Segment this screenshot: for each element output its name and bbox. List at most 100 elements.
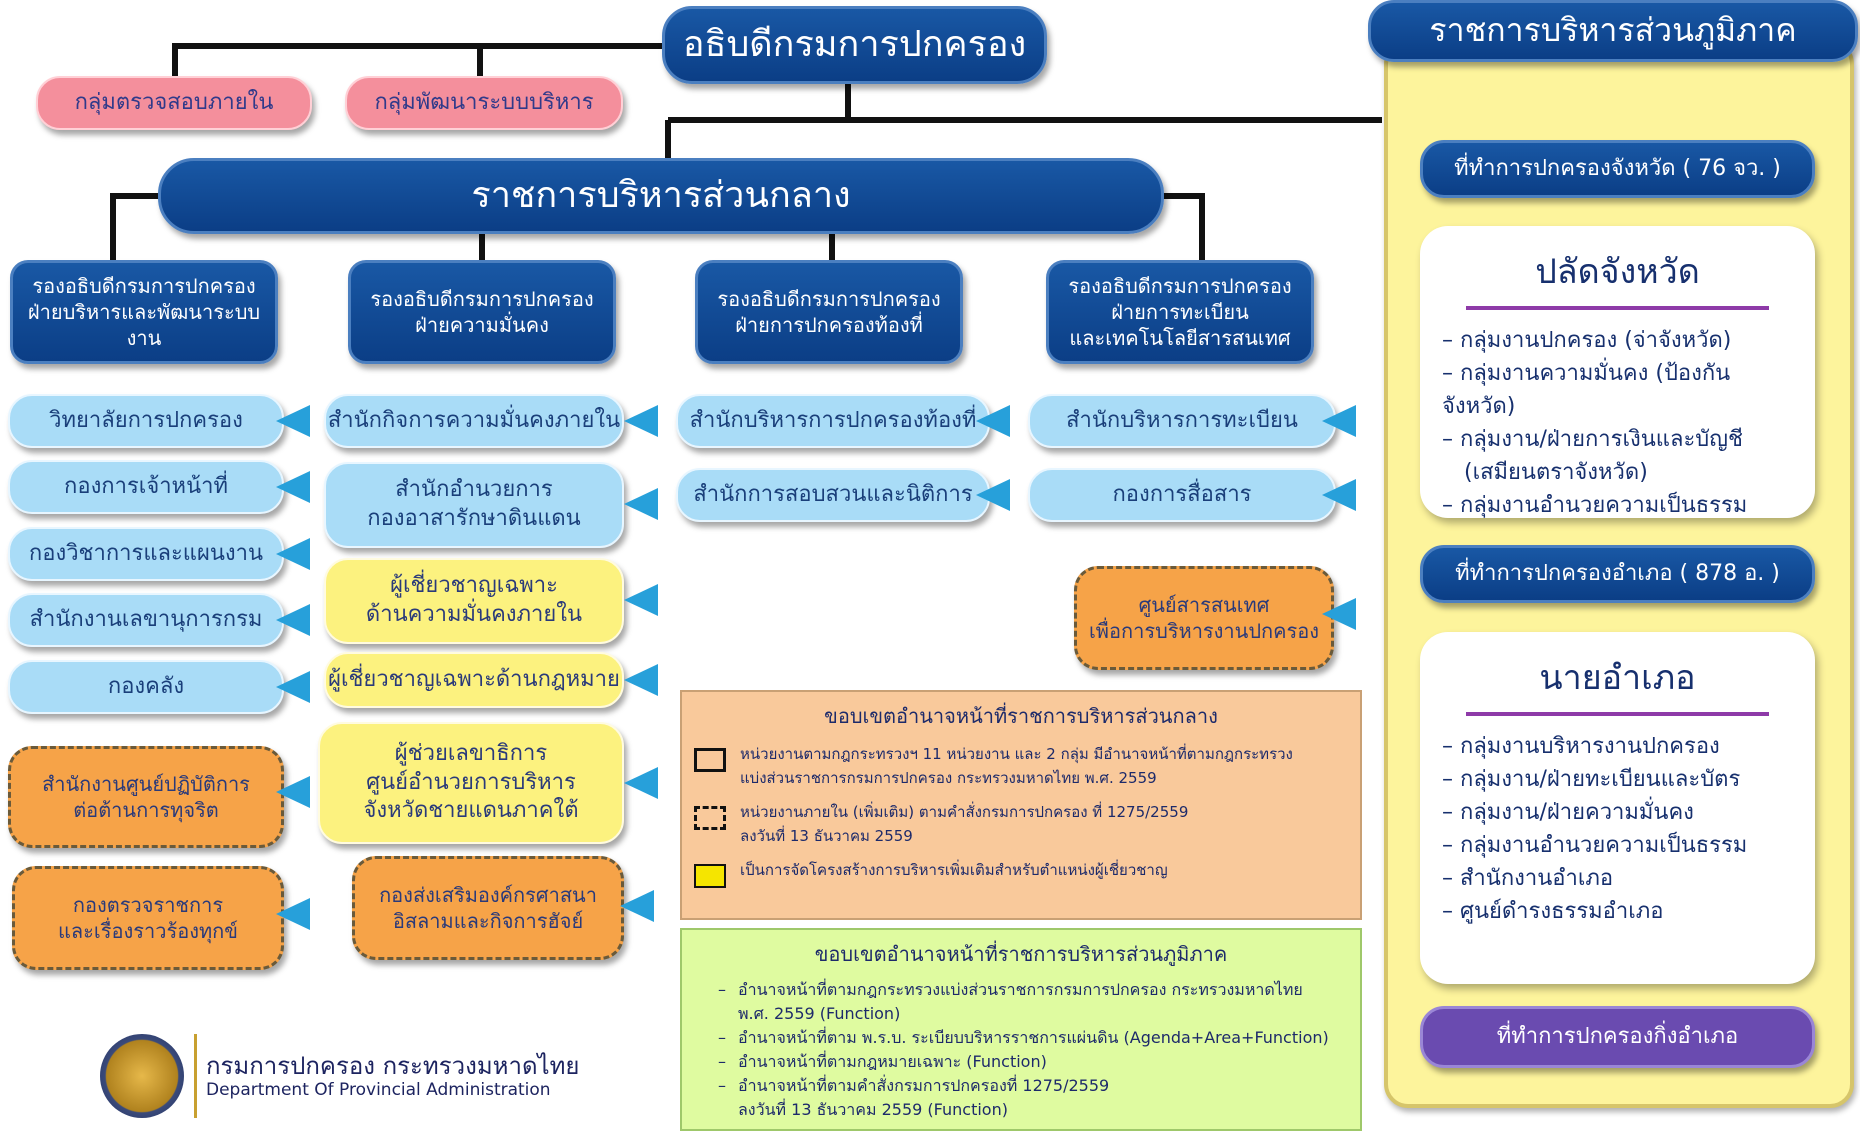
province-items-list: – กลุ่มงานปกครอง (จ่าจังหวัด) – กลุ่มงาน… bbox=[1436, 324, 1799, 522]
unit-box-additional: สำนักงานศูนย์ปฏิบัติการต่อต้านการทุจริต bbox=[8, 746, 284, 848]
arrow-icon bbox=[276, 604, 310, 636]
unit-label: อำนาจหน้าที่ตามกฎหมายเฉพาะ (Function) bbox=[738, 1052, 1047, 1071]
legend-regional-title: ขอบเขตอำนาจหน้าที่ราชการบริหารส่วนภูมิภา… bbox=[814, 942, 1228, 966]
deputy-line: ฝ่ายความมั่นคง bbox=[415, 313, 549, 337]
unit-label: กลุ่มงาน/ฝ่ายความมั่นคง bbox=[1460, 800, 1694, 825]
list-item: – กลุ่มงานความมั่นคง (ป้องกันจังหวัด) bbox=[1442, 361, 1731, 419]
expert-box: ผู้ช่วยเลขาธิการศูนย์อำนวยการบริหารจังหว… bbox=[318, 722, 624, 844]
list-item: –อำนาจหน้าที่ตามกฎกระทรวงแบ่งส่วนราชการก… bbox=[718, 980, 1303, 999]
expert-box: ผู้เชี่ยวชาญเฉพาะด้านความมั่นคงภายใน bbox=[324, 558, 624, 644]
dashed-box-key-icon bbox=[694, 806, 726, 830]
list-item: – ศูนย์ดำรงธรรมอำเภอ bbox=[1442, 899, 1664, 924]
list-item: – สำนักงานอำเภอ bbox=[1442, 866, 1614, 891]
unit-box: กองวิชาการและแผนงาน bbox=[8, 527, 284, 581]
unit-label: ศูนย์อำนวยการบริหาร bbox=[366, 769, 576, 795]
arrow-icon bbox=[276, 538, 310, 570]
arrow-icon bbox=[276, 776, 310, 808]
legend-text-line: แบ่งส่วนราชการกรมการปกครอง กระทรวงมหาดไท… bbox=[740, 769, 1157, 787]
unit-box-additional: กองตรวจราชการและเรื่องราวร้องทุกข์ bbox=[12, 866, 284, 970]
unit-label: กลุ่มงานความมั่นคง (ป้องกันจังหวัด) bbox=[1442, 361, 1731, 419]
unit-box-additional: ศูนย์สารสนเทศเพื่อการบริหารงานปกครอง bbox=[1074, 566, 1334, 670]
arrow-icon bbox=[1322, 598, 1356, 630]
arrow-icon bbox=[976, 479, 1010, 511]
arrow-icon bbox=[976, 405, 1010, 437]
list-item: – กลุ่มงาน/ฝ่ายการเงินและบัญชี bbox=[1442, 427, 1743, 452]
subdistrict-office-label: ที่ทำการปกครองกิ่งอำเภอ bbox=[1496, 1023, 1739, 1049]
unit-label: สำนักกิจการความมั่นคงภายใน bbox=[327, 407, 621, 433]
central-admin-bar: ราชการบริหารส่วนกลาง bbox=[158, 158, 1164, 234]
unit-box-additional: กองส่งเสริมองค์กรศาสนาอิสลามและกิจการฮัจ… bbox=[352, 856, 624, 960]
unit-box: กองคลัง bbox=[8, 660, 284, 714]
deputy-line: รองอธิบดีกรมการปกครอง bbox=[32, 274, 256, 298]
legend-regional: ขอบเขตอำนาจหน้าที่ราชการบริหารส่วนภูมิภา… bbox=[680, 928, 1362, 1131]
unit-label: สำนักอำนวยการ bbox=[395, 477, 553, 503]
list-item: พ.ศ. 2559 (Function) bbox=[718, 1002, 1340, 1026]
unit-box: สำนักกิจการความมั่นคงภายใน bbox=[324, 394, 624, 448]
province-governor-title: ปลัดจังหวัด bbox=[1535, 252, 1700, 292]
regional-admin-header: ราชการบริหารส่วนภูมิภาค bbox=[1368, 0, 1858, 62]
unit-label: สำนักงานเลขานุการกรม bbox=[29, 606, 263, 632]
deputy-line: รองอธิบดีกรมการปกครอง bbox=[717, 287, 941, 311]
unit-label: สำนักบริหารการทะเบียน bbox=[1066, 407, 1298, 433]
unit-box: วิทยาลัยการปกครอง bbox=[8, 394, 284, 448]
list-item: – กลุ่มงานอำนวยความเป็นธรรม bbox=[1442, 493, 1748, 518]
list-item: – กลุ่มงานปกครอง (จ่าจังหวัด) bbox=[1442, 328, 1732, 353]
unit-label: สำนักงานอำเภอ bbox=[1460, 866, 1614, 891]
deputy-line: รองอธิบดีกรมการปกครอง bbox=[1068, 274, 1292, 298]
list-item: – กลุ่มงาน/ฝ่ายทะเบียนและบัตร bbox=[1442, 767, 1741, 792]
director-general-box: อธิบดีกรมการปกครอง bbox=[662, 6, 1047, 84]
regional-admin-label: ราชการบริหารส่วนภูมิภาค bbox=[1429, 11, 1797, 50]
unit-label: กลุ่มงานบริหารงานปกครอง bbox=[1460, 734, 1720, 759]
unit-label: กองการสื่อสาร bbox=[1112, 481, 1252, 507]
unit-label: อิสลามและกิจการฮัจย์ bbox=[392, 909, 584, 933]
dopa-logo-icon bbox=[100, 1034, 184, 1118]
unit-label: อำนาจหน้าที่ตามกฎกระทรวงแบ่งส่วนราชการกร… bbox=[738, 980, 1303, 999]
legend-row: หน่วยงานตามกฎกระทรวงฯ 11 หน่วยงาน และ 2 … bbox=[694, 742, 1348, 790]
unit-label: สำนักงานศูนย์ปฏิบัติการ bbox=[42, 772, 250, 796]
province-governor-card: ปลัดจังหวัด – กลุ่มงานปกครอง (จ่าจังหวัด… bbox=[1420, 226, 1815, 518]
unit-label: อำนาจหน้าที่ตาม พ.ร.บ. ระเบียบบริหารราชก… bbox=[738, 1028, 1329, 1047]
unit-box: สำนักงานเลขานุการกรม bbox=[8, 593, 284, 647]
district-chief-card: นายอำเภอ – กลุ่มงานบริหารงานปกครอง – กลุ… bbox=[1420, 632, 1815, 984]
arrow-icon bbox=[624, 584, 658, 616]
unit-label: ผู้เชี่ยวชาญเฉพาะด้านกฎหมาย bbox=[328, 666, 620, 692]
arrow-icon bbox=[624, 405, 658, 437]
unit-label: ศูนย์สารสนเทศ bbox=[1138, 593, 1270, 617]
legend-central-title: ขอบเขตอำนาจหน้าที่ราชการบริหารส่วนกลาง bbox=[824, 704, 1218, 728]
unit-label: กลุ่มงาน/ฝ่ายทะเบียนและบัตร bbox=[1460, 767, 1741, 792]
legend-text-line: เป็นการจัดโครงสร้างการบริหารเพิ่มเติมสำห… bbox=[740, 861, 1168, 879]
list-item: – กลุ่มงานบริหารงานปกครอง bbox=[1442, 734, 1720, 759]
unit-label: กลุ่มงานอำนวยความเป็นธรรม bbox=[1460, 833, 1748, 858]
unit-label: กลุ่มงานอำนวยความเป็นธรรม bbox=[1460, 493, 1748, 518]
deputy-registration-it: รองอธิบดีกรมการปกครอง ฝ่ายการทะเบียน และ… bbox=[1046, 260, 1314, 364]
arrow-icon bbox=[620, 890, 654, 922]
unit-label: อำนาจหน้าที่ตามคำสั่งกรมการปกครองที่ 127… bbox=[738, 1076, 1110, 1095]
unit-label: (เสมียนตราจังหวัด) bbox=[1464, 460, 1648, 485]
internal-audit-group: กลุ่มตรวจสอบภายใน bbox=[36, 76, 312, 130]
legend-central: ขอบเขตอำนาจหน้าที่ราชการบริหารส่วนกลาง ห… bbox=[680, 690, 1362, 920]
deputy-security: รองอธิบดีกรมการปกครอง ฝ่ายความมั่นคง bbox=[348, 260, 616, 364]
unit-label: กลุ่มงาน/ฝ่ายการเงินและบัญชี bbox=[1460, 427, 1743, 452]
unit-label: ด้านความมั่นคงภายใน bbox=[365, 602, 583, 627]
deputy-line: รองอธิบดีกรมการปกครอง bbox=[370, 287, 594, 311]
director-general-label: อธิบดีกรมการปกครอง bbox=[682, 23, 1027, 65]
unit-box: สำนักบริหารการปกครองท้องที่ bbox=[676, 394, 990, 448]
district-office-box: ที่ทำการปกครองอำเภอ ( 878 อ. ) bbox=[1420, 545, 1815, 603]
unit-label: และเรื่องราวร้องทุกข์ bbox=[58, 919, 238, 943]
unit-label: วิทยาลัยการปกครอง bbox=[49, 407, 243, 433]
legend-text-line: ลงวันที่ 13 ธันวาคม 2559 bbox=[740, 827, 913, 845]
deputy-line: ฝ่ายบริหารและพัฒนาระบบงาน bbox=[27, 300, 261, 350]
unit-label: กองการเจ้าหน้าที่ bbox=[64, 473, 228, 499]
unit-label: ศูนย์ดำรงธรรมอำเภอ bbox=[1460, 899, 1664, 924]
unit-box: กองการสื่อสาร bbox=[1028, 468, 1336, 522]
legend-text-line: หน่วยงานตามกฎกระทรวงฯ 11 หน่วยงาน และ 2 … bbox=[740, 745, 1293, 763]
deputy-line: และเทคโนโลยีสารสนเทศ bbox=[1069, 326, 1291, 350]
admin-dev-group: กลุ่มพัฒนาระบบบริหาร bbox=[345, 76, 623, 130]
arrow-icon bbox=[276, 898, 310, 930]
arrow-icon bbox=[624, 767, 658, 799]
unit-label: กองตรวจราชการ bbox=[72, 893, 224, 917]
unit-label: สำนักการสอบสวนและนิติการ bbox=[693, 481, 973, 507]
unit-label: กองวิชาการและแผนงาน bbox=[28, 540, 264, 566]
internal-audit-label: กลุ่มตรวจสอบภายใน bbox=[74, 89, 274, 115]
subdistrict-office-box: ที่ทำการปกครองกิ่งอำเภอ bbox=[1420, 1006, 1815, 1068]
